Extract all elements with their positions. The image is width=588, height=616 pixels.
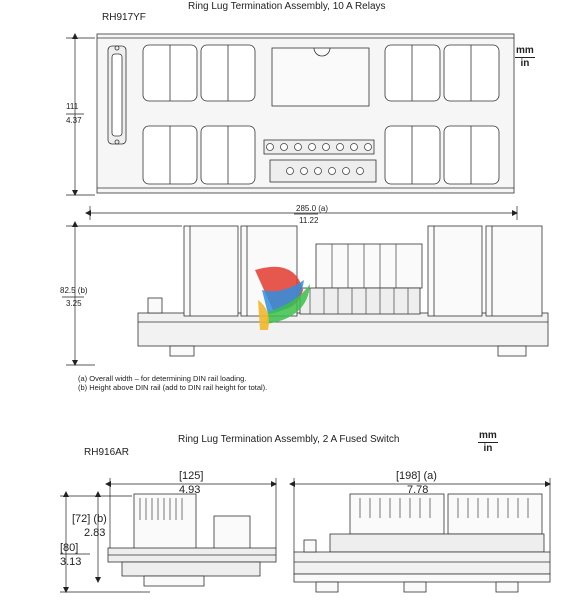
dsub-connector <box>107 45 127 145</box>
bottom-model-label: RH916AR <box>84 447 130 458</box>
note-b: (b) Height above DIN rail (add to DIN ra… <box>78 383 268 392</box>
unit-mm: mm <box>515 45 535 58</box>
watermark-logo <box>255 266 310 330</box>
top-side-view <box>137 225 549 357</box>
bottom-width-dimension <box>289 478 551 552</box>
bottom-height-b-dimension <box>92 491 132 583</box>
top-side-height-dimension <box>62 221 182 366</box>
top-width-in: 11.22 <box>299 216 319 225</box>
relay-grid <box>142 44 500 185</box>
unit-mm: mm <box>478 430 498 443</box>
bottom-front-view <box>293 493 551 593</box>
top-diagram-title: Ring Lug Termination Assembly, 10 A Rela… <box>188 1 386 12</box>
top-unit-legend: mm in <box>515 46 535 69</box>
unit-in: in <box>520 58 530 69</box>
note-a: (a) Overall width – for determining DIN … <box>78 374 247 383</box>
center-chip <box>271 47 370 107</box>
top-plan-view <box>96 33 515 194</box>
unit-in: in <box>483 443 493 454</box>
bottom-depth-dimension <box>105 478 277 548</box>
bottom-side-view <box>107 493 277 587</box>
bottom-depth-mm: [125] <box>179 470 204 482</box>
top-model-label: RH917YF <box>102 12 146 23</box>
top-width-dimension <box>85 206 518 220</box>
bottom-width-mm: [198] (a) <box>396 470 437 482</box>
bottom-diagram-title: Ring Lug Termination Assembly, 2 A Fused… <box>178 434 400 445</box>
top-width-mm: 285.0 (a) <box>296 204 329 213</box>
top-height-dimension <box>66 33 95 196</box>
bottom-height-dimension <box>60 491 150 593</box>
bottom-unit-legend: mm in <box>478 431 498 454</box>
bottom-width-in: 7.78 <box>407 484 429 496</box>
terminal-strip <box>263 139 377 183</box>
bottom-depth-in: 4.93 <box>179 484 201 496</box>
